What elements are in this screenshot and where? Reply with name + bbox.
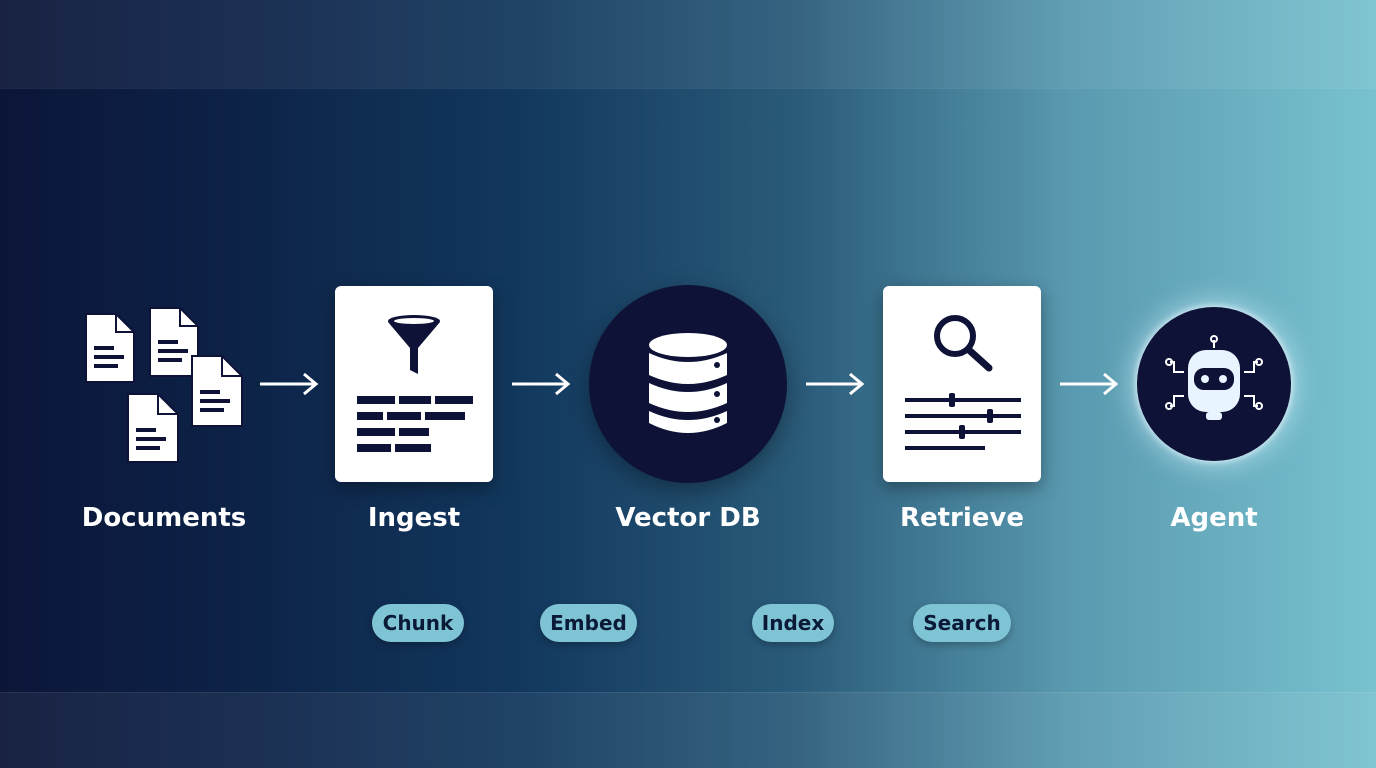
- step-pill-embed: Embed: [540, 604, 637, 642]
- arrow-right-icon: [806, 372, 865, 396]
- retrieve-card: [883, 286, 1041, 482]
- bottom-band-edge: [0, 692, 1376, 693]
- stage-label-documents: Documents: [81, 503, 247, 533]
- chunks-icon: [357, 396, 473, 452]
- stage-label-agent: Agent: [1170, 503, 1258, 533]
- stage-label-retrieve: Retrieve: [899, 503, 1025, 533]
- robot-icon: [1165, 335, 1263, 420]
- step-pill-chunk: Chunk: [372, 604, 464, 642]
- ingest-card: [335, 286, 493, 482]
- top-band-edge: [0, 88, 1376, 89]
- arrow-right-icon: [1060, 372, 1119, 396]
- database-icon: [649, 333, 727, 433]
- bottom-band: [0, 692, 1376, 768]
- top-band: [0, 0, 1376, 88]
- vector-db-circle: [589, 285, 787, 483]
- stage-label-vector-db: Vector DB: [615, 503, 761, 533]
- arrow-right-icon: [512, 372, 571, 396]
- stage-label-ingest: Ingest: [367, 503, 461, 533]
- search-icon: [934, 315, 993, 372]
- agent-circle: [1137, 307, 1291, 461]
- documents-icon: [85, 307, 243, 463]
- step-pill-search: Search: [913, 604, 1011, 642]
- step-pill-index: Index: [752, 604, 834, 642]
- document-1: [85, 313, 135, 383]
- funnel-icon: [388, 315, 440, 374]
- results-list-icon: [905, 393, 1021, 450]
- document-2: [149, 307, 199, 377]
- arrow-right-icon: [260, 372, 319, 396]
- document-3: [191, 355, 243, 427]
- document-4: [127, 393, 179, 463]
